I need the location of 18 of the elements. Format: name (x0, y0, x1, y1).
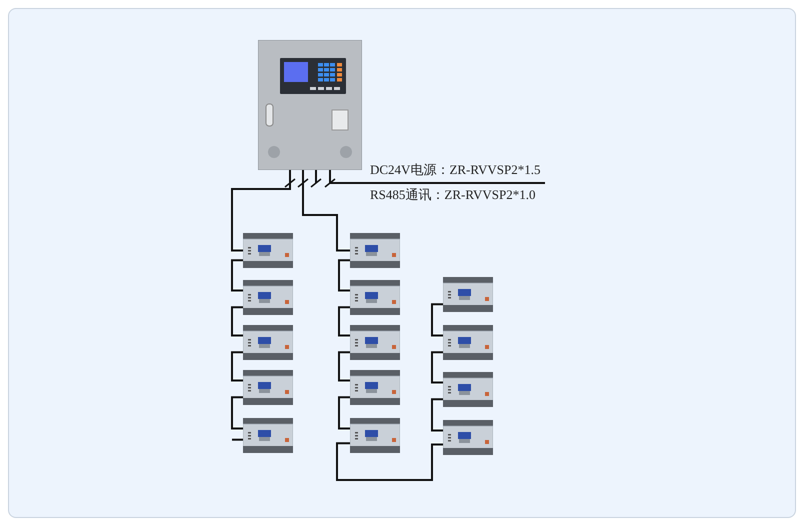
cable-line (431, 398, 443, 432)
cable-line (231, 396, 243, 430)
cable-line (231, 170, 291, 252)
cable-line (232, 438, 243, 441)
cable-line (338, 306, 350, 336)
cable-line (431, 303, 443, 336)
cable-line (329, 170, 545, 184)
cable-spec-label: RS485通讯：ZR-RVVSP2*1.0 (370, 188, 536, 202)
cable-line (302, 170, 350, 252)
cable-line (231, 351, 243, 382)
cable-line (231, 306, 243, 336)
cable-line (231, 259, 243, 292)
cable-line (338, 396, 350, 430)
cable-line (338, 259, 350, 292)
cable-spec-label: DC24V电源：ZR-RVVSP2*1.5 (370, 163, 541, 177)
cable-line (336, 442, 443, 481)
cable-line (431, 351, 443, 384)
cable-line (338, 351, 350, 382)
